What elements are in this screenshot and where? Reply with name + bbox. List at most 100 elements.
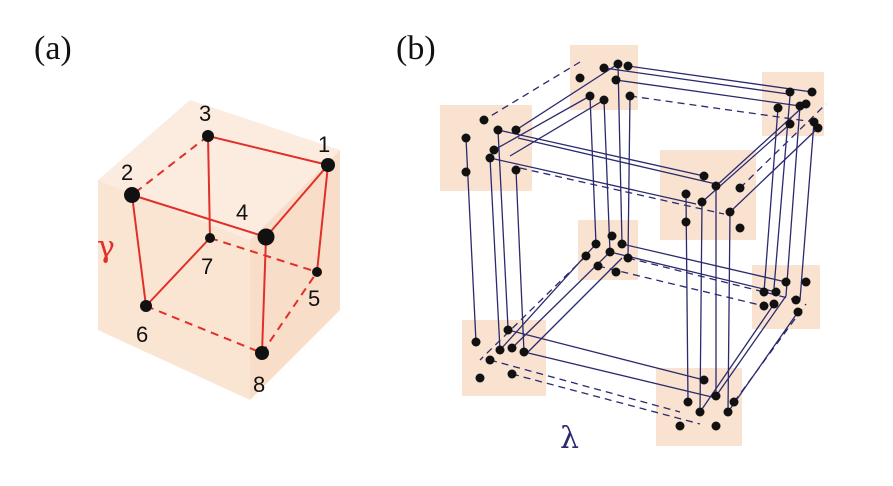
lattice-sites xyxy=(461,59,823,431)
site xyxy=(607,231,617,241)
bond-solid xyxy=(207,135,211,239)
site xyxy=(759,301,769,311)
site xyxy=(723,407,733,417)
site xyxy=(807,87,817,97)
bond-solid xyxy=(799,121,815,301)
cell-boxes xyxy=(440,45,824,446)
bond-solid xyxy=(493,95,591,151)
vertex-label-3: 3 xyxy=(199,101,211,126)
site xyxy=(813,123,823,133)
site xyxy=(793,307,803,317)
site xyxy=(617,239,627,249)
bond-solid xyxy=(265,164,329,238)
bond-solid xyxy=(145,237,211,307)
site-7 xyxy=(205,233,215,243)
site xyxy=(511,165,521,175)
site-3 xyxy=(202,130,214,142)
bond-solid xyxy=(497,129,509,329)
site xyxy=(599,95,609,105)
bond-solid xyxy=(515,63,619,131)
panel-a-label: (a) xyxy=(34,30,72,67)
bond-solid xyxy=(517,137,717,185)
site-5 xyxy=(312,267,322,277)
site-1 xyxy=(321,158,335,172)
bond-dashed xyxy=(489,359,681,413)
bond-solid xyxy=(699,201,703,413)
site xyxy=(471,337,481,347)
bond-solid xyxy=(785,105,801,297)
bond-solid xyxy=(316,164,329,273)
site xyxy=(711,421,721,431)
site xyxy=(681,217,691,227)
bond-dashed xyxy=(209,237,318,273)
site xyxy=(735,183,745,193)
site xyxy=(503,325,513,335)
site xyxy=(683,397,693,407)
site xyxy=(511,125,521,135)
bond-solid xyxy=(609,251,777,293)
bond-solid xyxy=(763,107,779,293)
site-8 xyxy=(255,346,269,360)
site xyxy=(485,153,495,163)
bond-solid xyxy=(715,103,807,187)
site xyxy=(729,397,739,407)
site xyxy=(771,287,781,297)
site xyxy=(801,277,811,287)
site xyxy=(611,267,621,277)
bond-solid xyxy=(507,329,705,381)
site xyxy=(699,375,709,385)
site xyxy=(759,287,769,297)
bond-solid xyxy=(685,193,689,403)
bond-dashed xyxy=(261,271,318,354)
site xyxy=(461,167,471,177)
panel-a-diagram: 1 2 3 4 5 6 7 8 γ xyxy=(97,100,340,400)
bond-solid xyxy=(131,194,267,238)
site xyxy=(611,75,621,85)
site xyxy=(519,347,529,357)
site xyxy=(495,345,505,355)
bond-dashed xyxy=(145,305,263,354)
bond-solid xyxy=(131,194,147,307)
bond-solid xyxy=(497,129,705,177)
cell-box xyxy=(656,368,742,446)
bond-solid xyxy=(729,127,819,213)
site xyxy=(623,253,633,263)
site xyxy=(785,119,795,129)
site xyxy=(593,261,603,271)
site xyxy=(581,251,591,261)
site xyxy=(605,247,615,257)
gamma-label: γ xyxy=(97,230,115,265)
bond-solid xyxy=(615,79,801,107)
bond-solid xyxy=(511,251,611,349)
bond-solid xyxy=(603,67,789,95)
site-6 xyxy=(140,300,152,312)
site-2 xyxy=(124,187,140,203)
vertex-label-7: 7 xyxy=(201,254,213,279)
site xyxy=(591,239,601,249)
site xyxy=(769,299,779,309)
site xyxy=(773,103,783,113)
vertex-label-5: 5 xyxy=(308,286,320,311)
bond-solid xyxy=(627,95,631,259)
vertex-label-6: 6 xyxy=(136,322,148,347)
bond-solid xyxy=(617,63,623,245)
bond-dashed xyxy=(597,265,765,307)
site xyxy=(613,59,623,69)
site xyxy=(625,91,635,101)
bond-solid xyxy=(509,99,605,157)
site xyxy=(475,373,485,383)
site xyxy=(785,87,795,97)
bond-solid xyxy=(489,157,501,351)
site xyxy=(585,91,595,101)
site xyxy=(675,421,685,431)
bond-solid xyxy=(523,351,717,399)
site xyxy=(681,189,691,199)
site xyxy=(507,369,517,379)
vertex-label-1: 1 xyxy=(318,132,330,157)
bond-solid xyxy=(207,135,329,166)
bond-dashed xyxy=(629,95,815,123)
site xyxy=(623,61,633,71)
bond-solid xyxy=(527,257,623,353)
site-4 xyxy=(257,228,275,246)
